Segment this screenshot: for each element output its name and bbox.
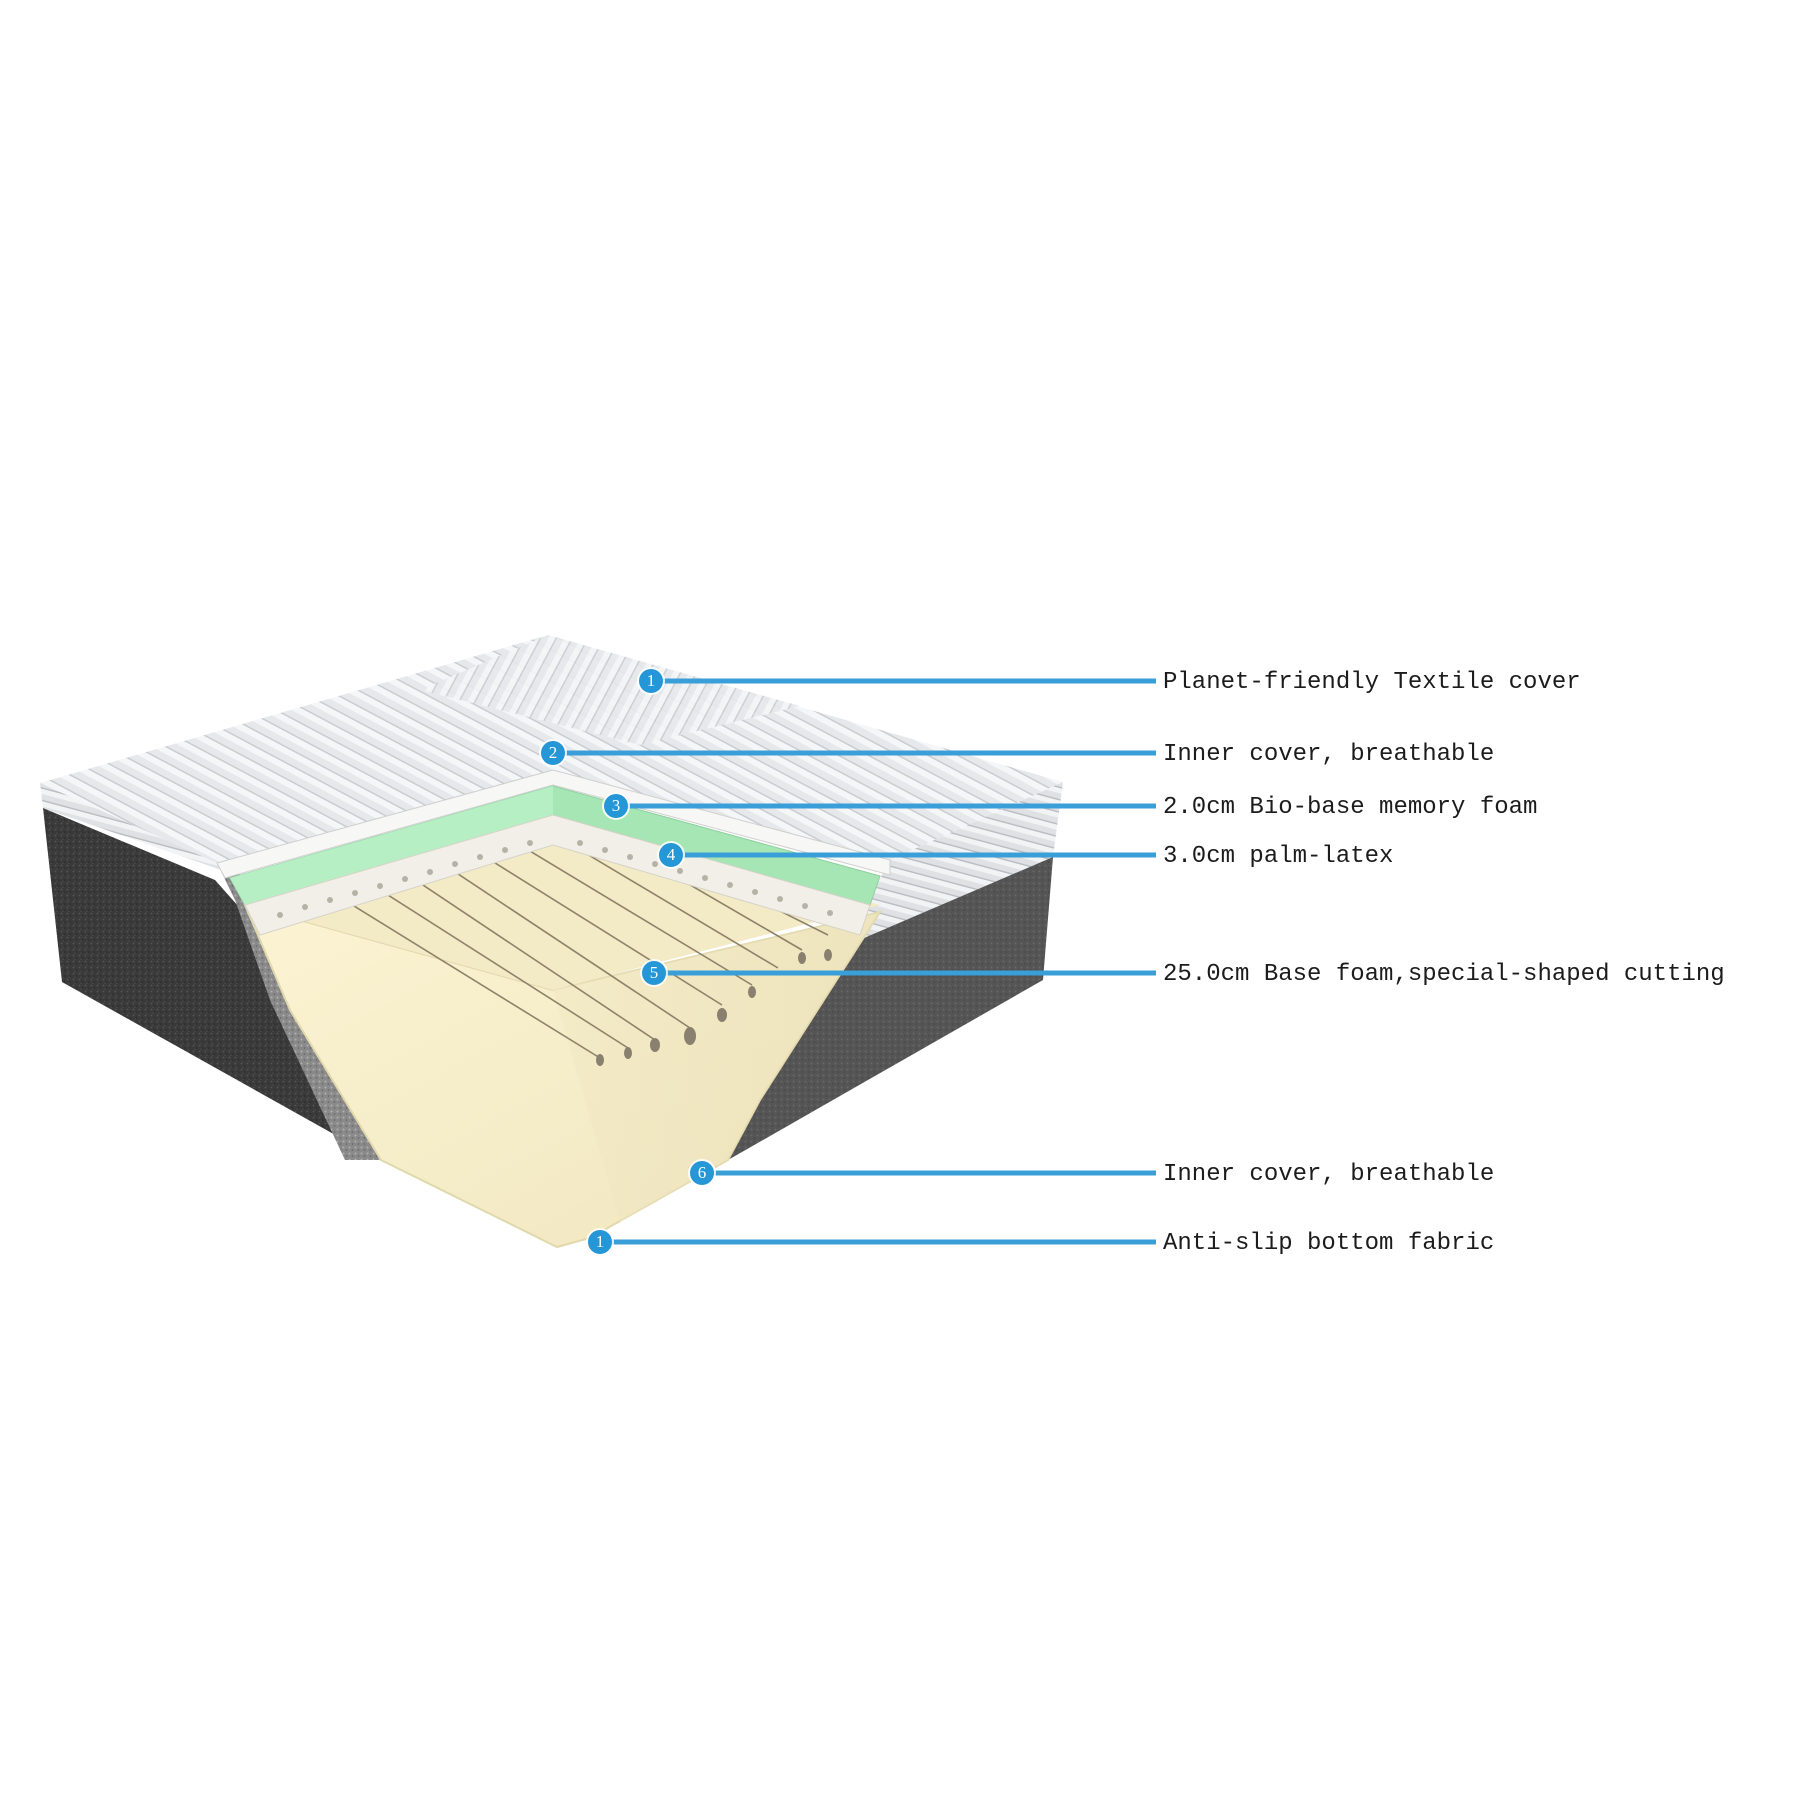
label-inner-cover: Inner cover, breathable — [1163, 741, 1495, 768]
callout-badge-cover: 1 — [639, 669, 663, 693]
label-memory-foam: 2.0cm Bio-base memory foam — [1163, 794, 1538, 821]
label-base-foam: 25.0cm Base foam,special-shaped cutting — [1163, 961, 1725, 988]
leader-line-2 — [553, 750, 1156, 756]
leader-line-7 — [600, 1239, 1156, 1245]
callout-badge-base-foam: 5 — [642, 961, 666, 985]
leader-line-1 — [651, 678, 1156, 684]
callout-badge-palm-latex: 4 — [659, 843, 683, 867]
label-bottom-fabric: Anti-slip bottom fabric — [1163, 1230, 1495, 1257]
callout-badge-bottom-fabric: 1 — [588, 1230, 612, 1254]
leader-line-4 — [671, 852, 1156, 858]
leader-line-6 — [702, 1170, 1156, 1176]
right-side-face — [728, 782, 1063, 1160]
palm-latex-layer — [244, 814, 871, 936]
leader-line-5 — [654, 970, 1156, 976]
inner-cover-layer — [216, 769, 891, 879]
callout-badge-memory-foam: 3 — [604, 794, 628, 818]
base-foam-block — [243, 812, 883, 1249]
label-textile-cover: Planet-friendly Textile cover — [1163, 669, 1581, 696]
callout-badge-inner-cover: 2 — [541, 741, 565, 765]
label-palm-latex: 3.0cm palm-latex — [1163, 843, 1394, 870]
leader-line-3 — [616, 803, 1156, 809]
label-bottom-inner-cover: Inner cover, breathable — [1163, 1161, 1495, 1188]
callout-badge-bottom-inner-cover: 6 — [690, 1161, 714, 1185]
